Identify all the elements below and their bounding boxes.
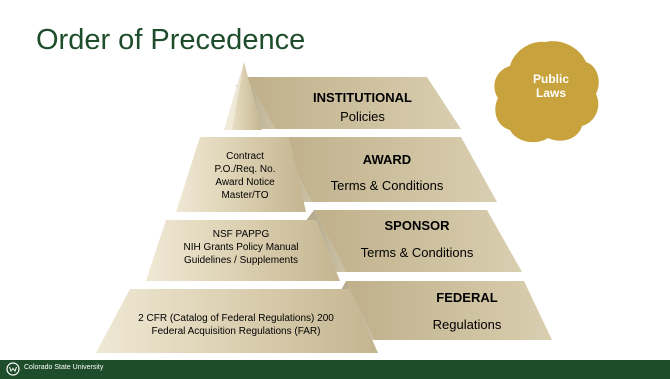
- pyramid-contract-line: Contract: [226, 151, 264, 162]
- pyramid-guidelines-line: NSF PAPPG: [212, 229, 270, 240]
- footer-university-name: Colorado State University: [24, 364, 104, 371]
- pyramid-contract-line: Master/TO: [221, 190, 269, 201]
- pyramid-regulations-line: 2 CFR (Catalog of Federal Regulations) 2…: [138, 313, 334, 324]
- university-logo-icon: [6, 362, 20, 376]
- federal-heading: FEDERAL: [436, 290, 498, 305]
- pyramid-contract-text: Contract P.O./Req. No. Award Notice Mast…: [200, 150, 290, 202]
- award-heading: AWARD: [362, 152, 412, 167]
- sponsor-heading: SPONSOR: [384, 218, 450, 233]
- pyramid-guidelines-line: Guidelines / Supplements: [184, 255, 298, 266]
- public-laws-line: Laws: [535, 86, 566, 100]
- pyramid-contract-line: P.O./Req. No.: [214, 164, 276, 175]
- public-laws-blob: [494, 41, 599, 143]
- public-laws-label: Public Laws: [512, 72, 590, 100]
- pyramid-guidelines-text: NSF PAPPG NIH Grants Policy Manual Guide…: [166, 228, 316, 267]
- institutional-heading: INSTITUTIONAL: [313, 90, 412, 105]
- public-laws-line: Public: [532, 72, 569, 86]
- footer-bar: Colorado State University: [0, 360, 670, 379]
- pyramid-tier-contract: [176, 137, 306, 212]
- award-sub: Terms & Conditions: [330, 178, 444, 193]
- slide-title: Order of Precedence: [36, 24, 306, 56]
- pyramid-guidelines-line: NIH Grants Policy Manual: [183, 242, 299, 253]
- sponsor-sub: Terms & Conditions: [360, 245, 474, 260]
- pyramid-contract-line: Award Notice: [215, 177, 275, 188]
- institutional-sub: Policies: [340, 109, 385, 124]
- pyramid-tier-guidelines: [146, 220, 340, 281]
- pyramid-regulations-text: 2 CFR (Catalog of Federal Regulations) 2…: [116, 312, 356, 338]
- pyramid-regulations-line: Federal Acquisition Regulations (FAR): [151, 326, 321, 337]
- federal-sub: Regulations: [432, 317, 502, 332]
- pyramid-apex: [224, 62, 262, 130]
- pyramid-tier-regulations: [96, 289, 378, 353]
